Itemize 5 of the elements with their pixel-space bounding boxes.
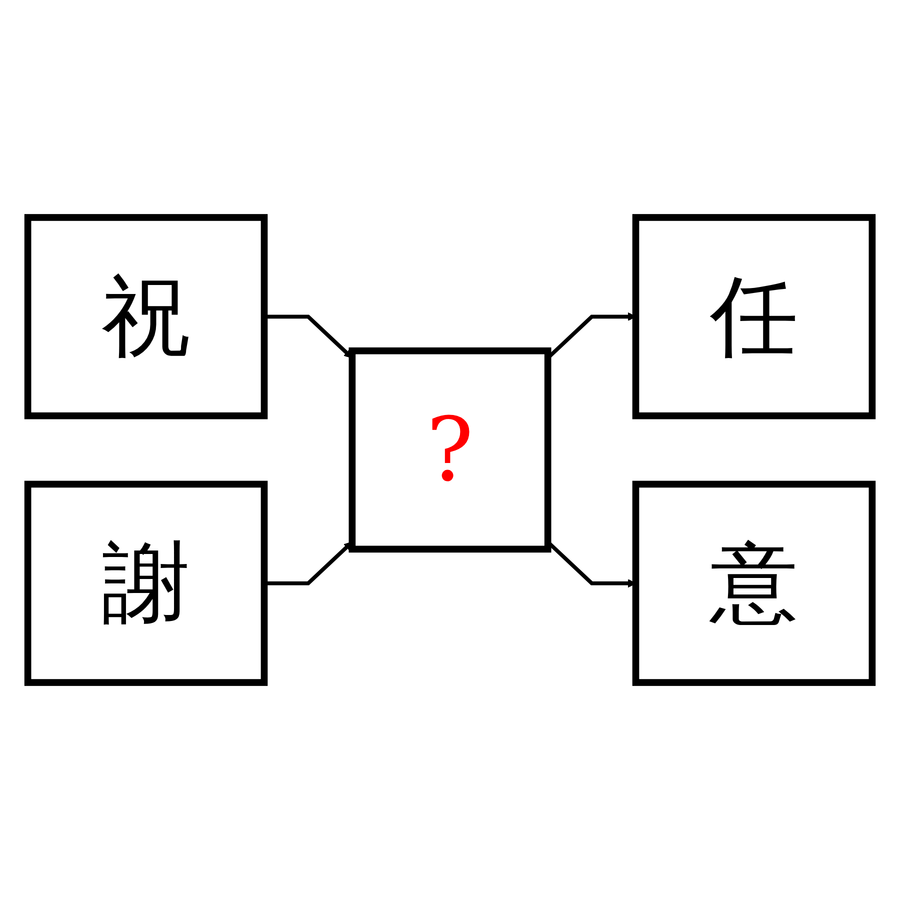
- node-box: 謝: [24, 480, 268, 686]
- node-box: 祝: [24, 214, 268, 420]
- node-box: ?: [348, 347, 552, 553]
- node-box: 任: [632, 214, 876, 420]
- node-box: 意: [632, 480, 876, 686]
